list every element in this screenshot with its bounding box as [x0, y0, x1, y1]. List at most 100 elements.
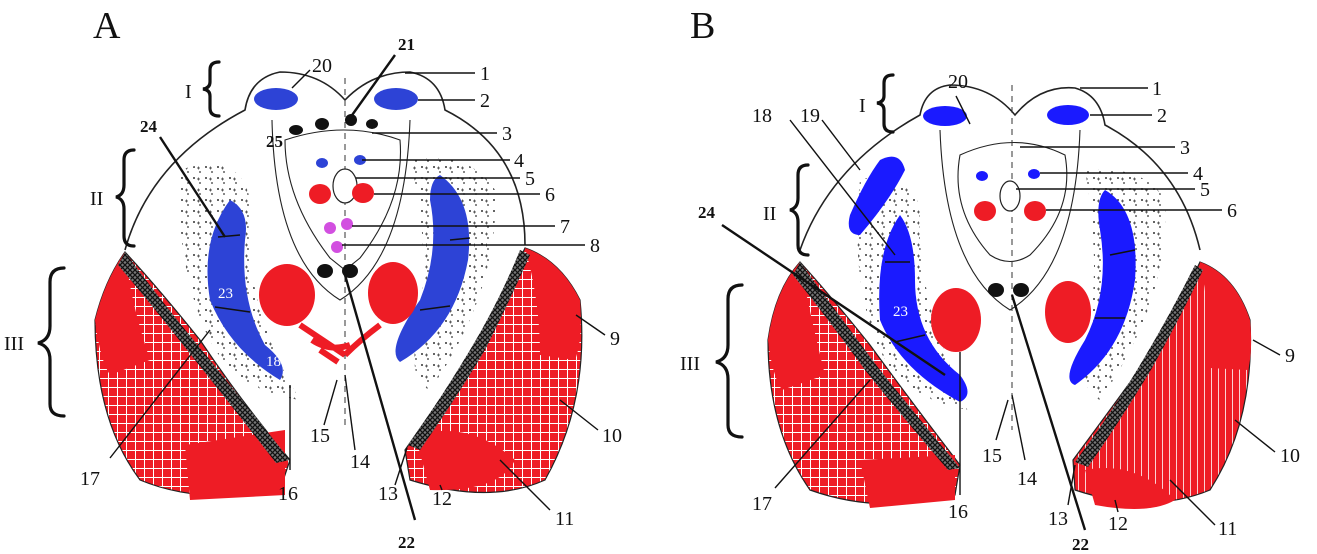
panel-a-central-gray	[284, 129, 402, 271]
panel-b-central-gray	[957, 142, 1068, 263]
panel-a-label-12: 12	[432, 488, 452, 510]
panel-b-red-nucleus-left	[931, 288, 981, 352]
panel-b-nucleus-4	[1028, 169, 1040, 179]
leader-line	[158, 136, 227, 238]
panel-a-band-left	[207, 200, 283, 380]
panel-b-nigra-left	[793, 262, 960, 470]
panel-a-label-20: 20	[312, 55, 332, 77]
panel-a-black-dot	[315, 118, 329, 130]
panel-a-label-25: 25	[266, 132, 283, 151]
panel-b-label-6: 6	[1227, 200, 1237, 222]
panel-b-label-22: 22	[1072, 535, 1089, 554]
leader-line	[559, 399, 599, 431]
panel-b-label-4: 4	[1193, 163, 1203, 185]
panel-b-peduncle-left-solid	[768, 262, 825, 390]
panel-a-brace-3	[37, 266, 66, 418]
panel-a-red-nucleus-left	[259, 264, 315, 326]
panel-a-nucleus-20-right	[374, 88, 418, 110]
panel-b-nucleus-20-left	[923, 106, 967, 126]
panel-a-label-14: 14	[350, 451, 370, 473]
panel-b: B	[680, 5, 1300, 554]
panel-a-black-dot	[345, 114, 357, 126]
leader-line	[1114, 499, 1119, 513]
panel-a-band-marks	[419, 237, 471, 311]
panel-b-label-14: 14	[1017, 468, 1037, 490]
leader-line	[995, 399, 1009, 441]
panel-b-peduncle-right-solid	[1200, 262, 1252, 370]
panel-a-label-15: 15	[310, 425, 330, 447]
panel-b-band-marks	[1095, 249, 1136, 319]
panel-a-label-7: 7	[560, 216, 570, 238]
panel-b-black-dot	[1013, 283, 1029, 297]
panel-a-nucleus-4	[316, 158, 328, 168]
panel-a-label-24: 24	[140, 117, 158, 136]
panel-b-label-3: 3	[1180, 137, 1190, 159]
leader-line	[575, 314, 606, 336]
panel-b-aqueduct	[999, 180, 1021, 212]
panel-a-roman-1: I	[185, 81, 192, 103]
panel-a-label-11: 11	[555, 508, 574, 530]
panel-a-nucleus-6	[352, 183, 374, 203]
leader-line	[721, 224, 946, 376]
leader-line	[109, 329, 211, 459]
panel-b-black-dot	[988, 283, 1004, 297]
panel-b-label-1: 1	[1152, 78, 1162, 100]
leader-line	[1234, 419, 1276, 453]
panel-b-label-18: 18	[752, 105, 772, 127]
panel-b-brace-2	[789, 163, 810, 257]
panel-b-label-24: 24	[698, 203, 716, 222]
panel-b-band-marks	[885, 261, 926, 343]
panel-a-brace-2	[115, 148, 136, 248]
panel-b-nucleus-6	[974, 201, 996, 221]
panel-a-nucleus-6	[309, 184, 331, 204]
panel-b-label-15: 15	[982, 445, 1002, 467]
leader-line	[955, 95, 971, 125]
panel-b-nucleus-4	[976, 171, 988, 181]
panel-b-outline	[799, 84, 1201, 251]
panel-a-peduncle-right-solid	[525, 248, 581, 360]
leader-line	[349, 54, 396, 119]
panel-a-nucleus-20-left	[254, 88, 298, 110]
panel-a-peduncle-left-solid	[185, 430, 285, 500]
panel-a-label-4: 4	[514, 150, 524, 172]
panel-b-roman-3: III	[680, 353, 700, 375]
panel-b-label-2: 2	[1157, 105, 1167, 127]
leader-line	[774, 379, 871, 489]
leader-line	[1010, 294, 1087, 531]
leader-line	[1011, 394, 1026, 461]
leader-line	[821, 119, 861, 171]
panel-a-label-23: 23	[218, 286, 233, 302]
leader-line	[1252, 339, 1281, 356]
panel-a-letter: A	[93, 5, 121, 47]
leader-line	[394, 447, 408, 486]
panel-a-label-16: 16	[278, 483, 298, 505]
panel-a-brace-1	[202, 60, 221, 118]
panel-a-red-nucleus-right	[368, 262, 418, 324]
leader-line	[439, 484, 443, 491]
leader-line	[499, 459, 551, 511]
leader-line	[789, 119, 896, 256]
panel-a-black-dot	[366, 119, 378, 129]
panel-b-nigra-right	[1075, 265, 1203, 467]
panel-b-label-13: 13	[1048, 508, 1068, 530]
panel-b-brace-3	[715, 283, 744, 439]
panel-a-label-18: 18	[266, 354, 281, 370]
panel-b-label-9: 9	[1285, 345, 1295, 367]
panel-b-peduncle-left-solid	[860, 455, 955, 508]
panel-a-label-5: 5	[525, 168, 535, 190]
panel-a-nigra-right	[408, 250, 530, 450]
panel-a-label-10: 10	[602, 425, 622, 447]
panel-b-roman-2: II	[763, 203, 776, 225]
leader-line	[344, 374, 356, 451]
panel-a-nucleus-8	[331, 241, 343, 253]
panel-a-roman-2: II	[90, 188, 103, 210]
panel-b-label-11: 11	[1218, 518, 1237, 540]
panel-a-black-dot	[342, 264, 358, 278]
panel-b-label-16: 16	[948, 501, 968, 523]
panel-a-nucleus-4	[354, 155, 366, 165]
panel-a-label-8: 8	[590, 235, 600, 257]
panel-a-nigra-left	[118, 252, 290, 463]
panel-a-band-right	[395, 175, 470, 362]
panel-a-nucleus-7	[324, 222, 336, 234]
